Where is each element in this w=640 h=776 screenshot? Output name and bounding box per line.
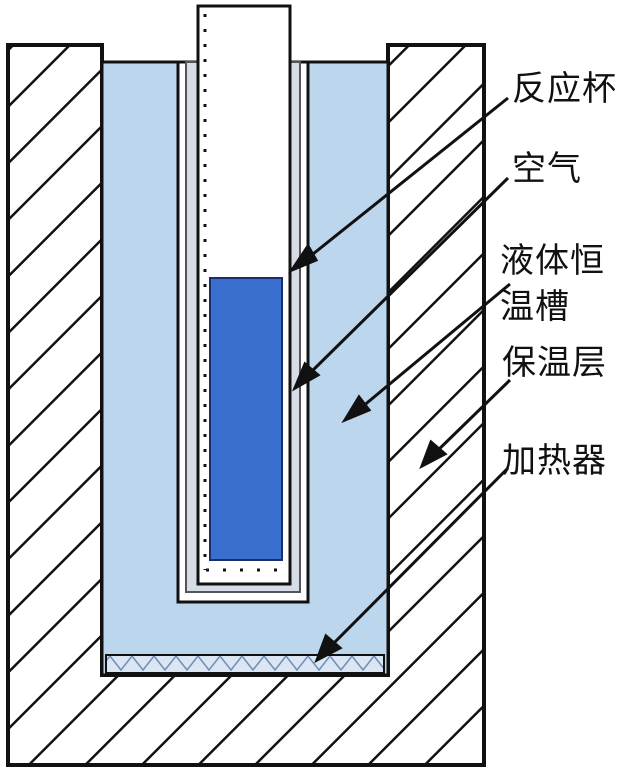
heater-strip: [105, 654, 385, 674]
arrow-reaction-cup-head: [288, 243, 319, 274]
label-reaction-cup: 反应杯: [512, 69, 617, 109]
label-liquid-bath: 液体恒 温槽: [500, 241, 605, 327]
leader-arrows: [288, 96, 512, 664]
arrow-heater: [325, 466, 510, 652]
arrow-liquid-bath: [355, 282, 511, 414]
arrow-heater-head: [314, 633, 343, 664]
label-air: 空气: [512, 149, 582, 189]
arrow-reaction-cup: [302, 96, 509, 264]
label-heater: 加热器: [502, 441, 607, 481]
cup-liquid: [209, 277, 283, 561]
cup-dotted-wall: [203, 14, 292, 572]
arrow-insulation-head: [419, 439, 448, 470]
label-insulation: 保温层: [502, 343, 607, 383]
arrow-insulation: [430, 378, 512, 458]
arrow-liquid-bath-head: [341, 394, 372, 424]
arrow-air: [303, 176, 510, 380]
arrow-air-head: [291, 361, 321, 392]
